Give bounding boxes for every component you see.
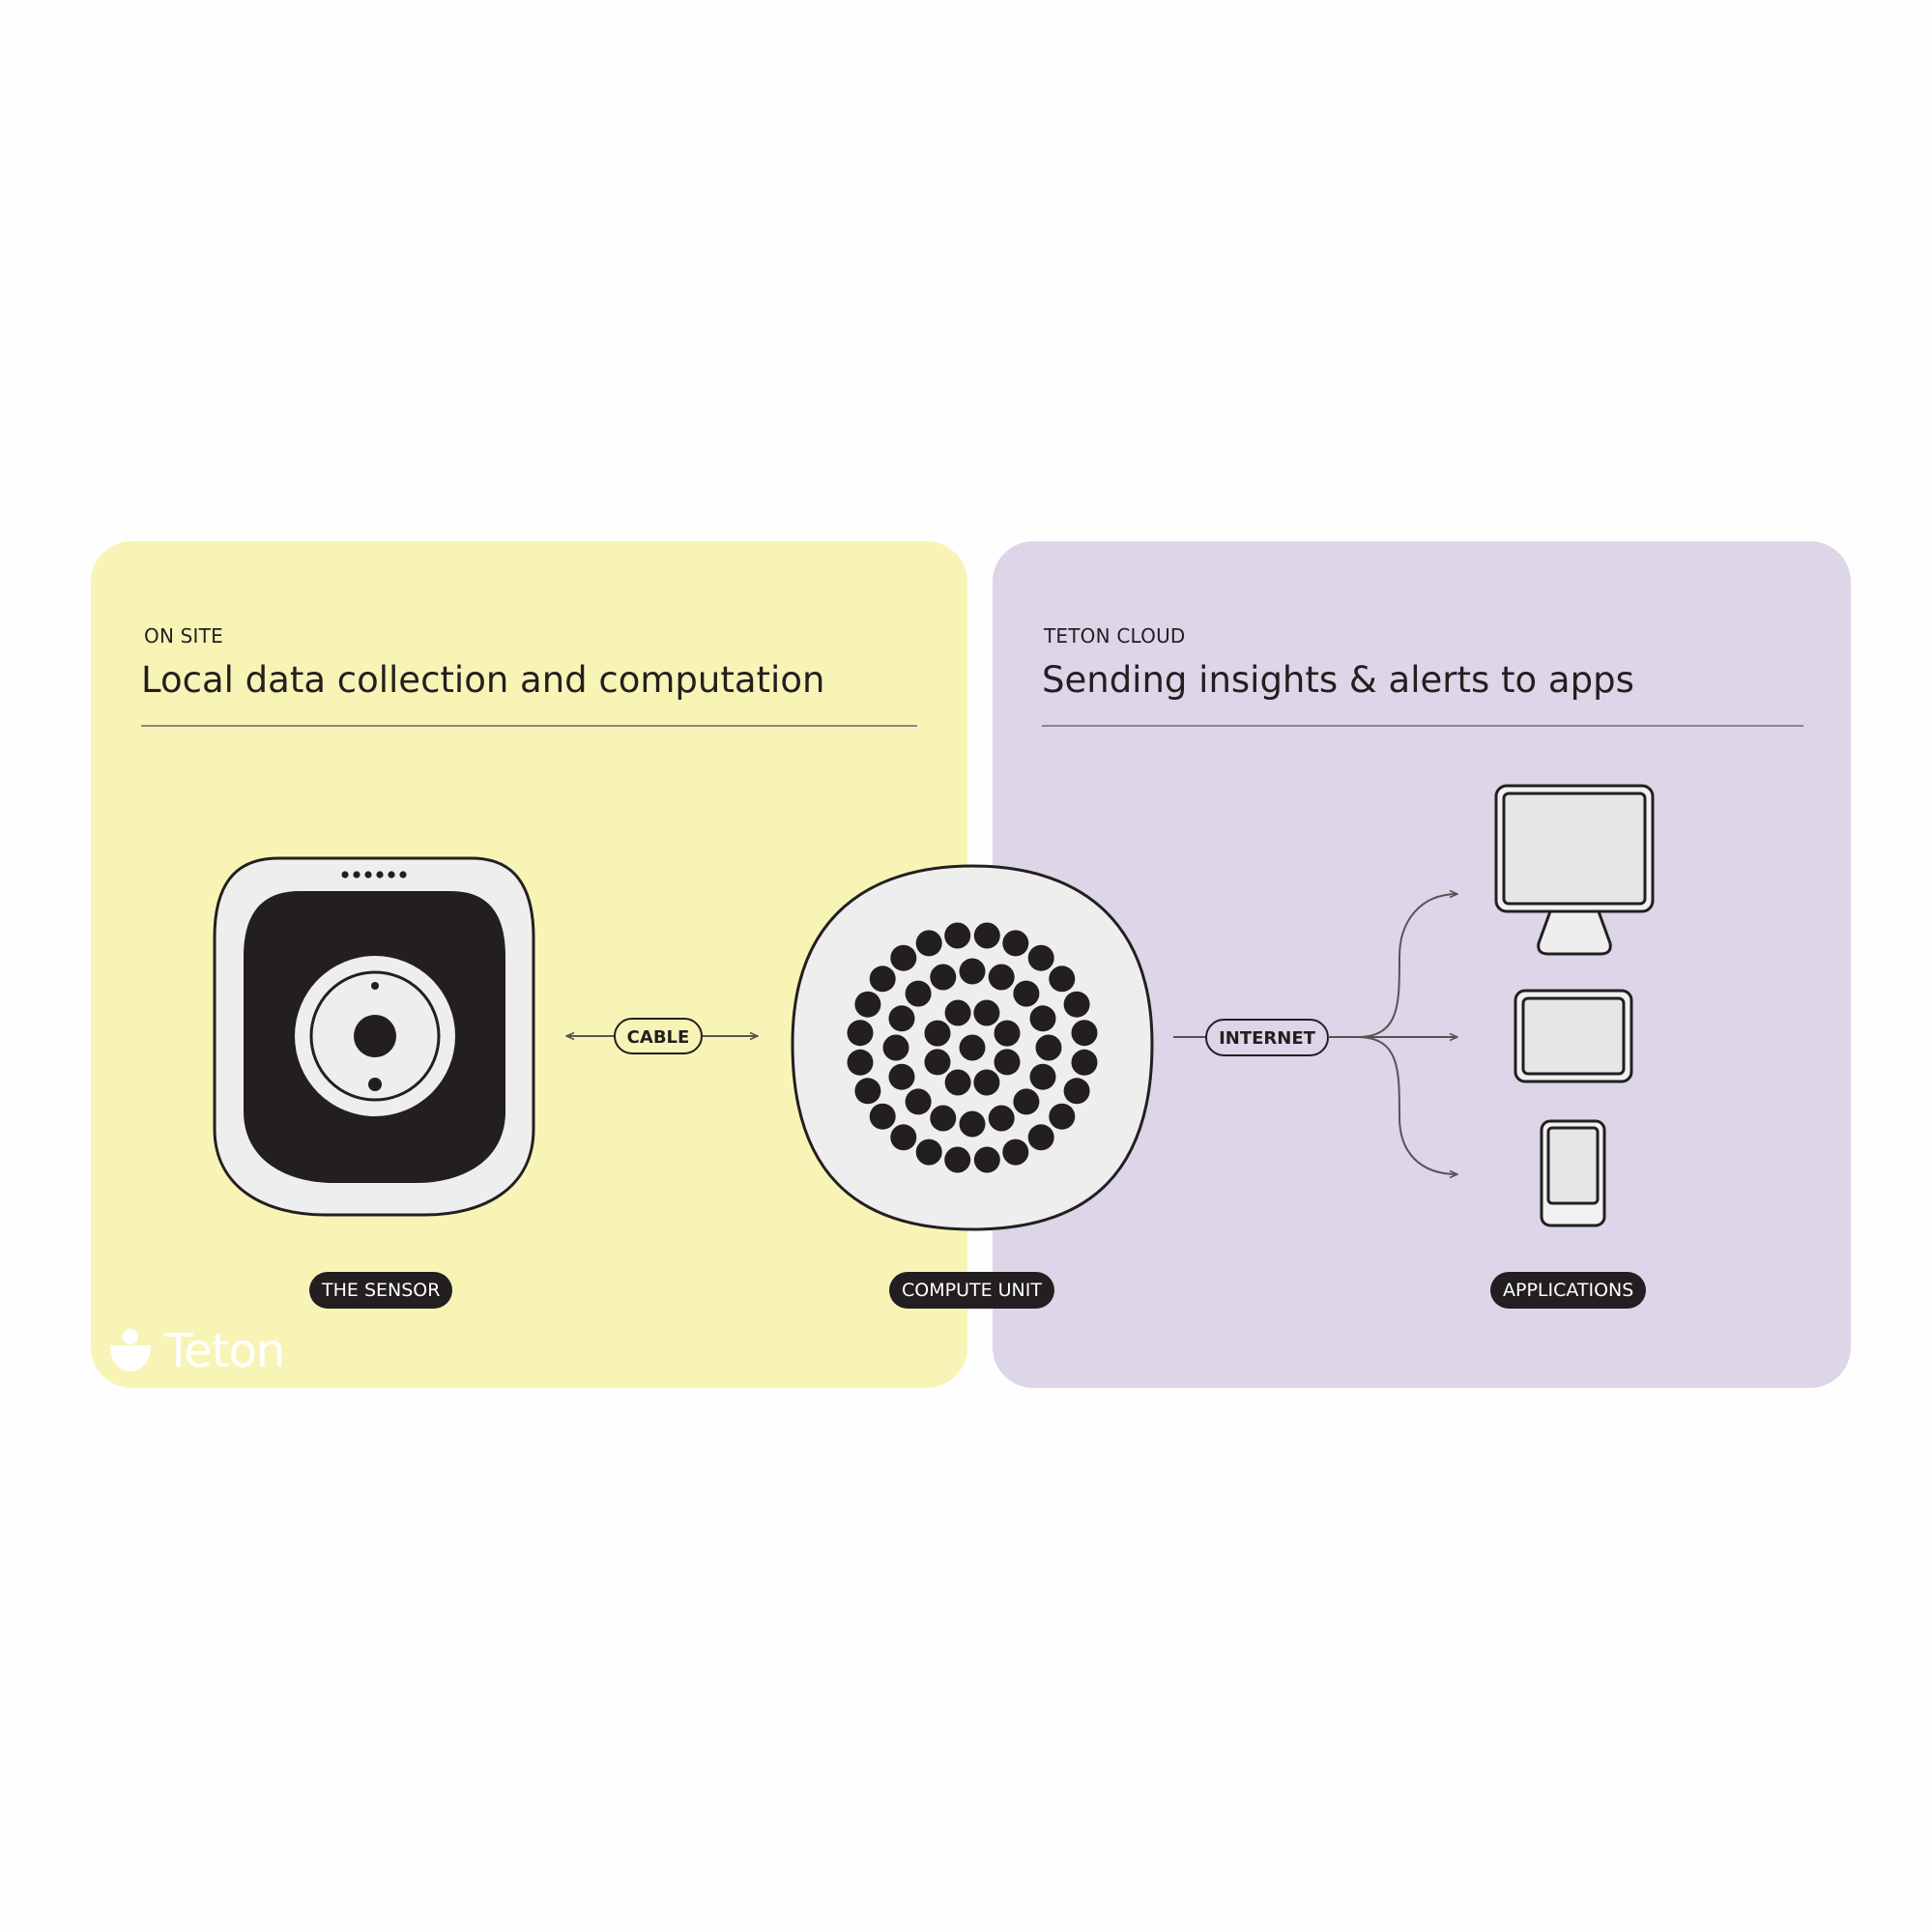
- sensor-device-icon: [213, 856, 535, 1217]
- cloud-eyebrow: TETON CLOUD: [1044, 624, 1186, 648]
- cable-connection: CABLE: [566, 1018, 758, 1054]
- speaker-grille-dots: [847, 922, 1098, 1173]
- applications-label: APPLICATIONS: [1490, 1272, 1647, 1309]
- teton-logo-icon: [110, 1329, 151, 1371]
- sensor-led-dots: [341, 871, 407, 879]
- cloud-divider: [1042, 725, 1803, 727]
- teton-logo-text: Teton: [164, 1324, 285, 1378]
- compute-unit-label: COMPUTE UNIT: [889, 1272, 1054, 1309]
- tablet-icon: [1514, 989, 1633, 1083]
- compute-unit-icon: [791, 864, 1154, 1231]
- on-site-eyebrow: ON SITE: [144, 624, 223, 648]
- cable-label: CABLE: [627, 1027, 690, 1048]
- on-site-divider: [141, 725, 917, 727]
- phone-icon: [1540, 1119, 1606, 1227]
- on-site-heading: Local data collection and computation: [141, 659, 825, 701]
- sensor-label: THE SENSOR: [309, 1272, 453, 1309]
- internet-label: INTERNET: [1219, 1028, 1316, 1049]
- internet-connection: INTERNET: [1173, 894, 1457, 1174]
- cloud-heading: Sending insights & alerts to apps: [1042, 659, 1634, 701]
- desktop-monitor-icon: [1494, 784, 1655, 956]
